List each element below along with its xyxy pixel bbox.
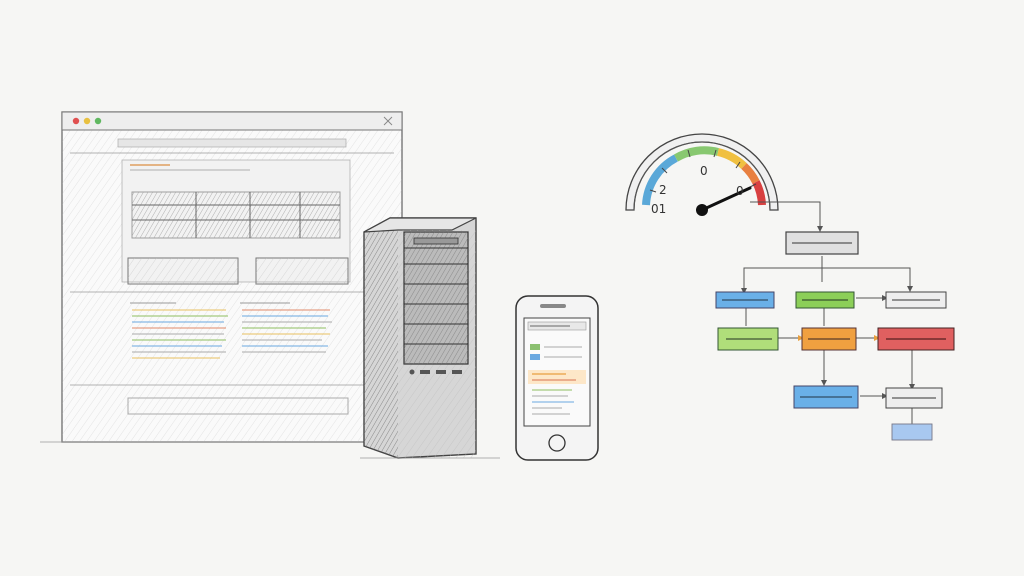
gauge-label-mid: 0 <box>700 164 708 178</box>
flowchart-icon <box>715 201 955 441</box>
flow-node-end <box>891 423 933 441</box>
window-close-dot <box>72 117 80 125</box>
gauge-label-2: 2 <box>659 183 667 197</box>
address-bar <box>117 138 347 148</box>
server-tower-icon <box>360 217 500 459</box>
gauge-arc-orange <box>741 163 760 184</box>
gauge-label-min: 01 <box>651 202 666 216</box>
gauge-arc-green <box>673 146 719 162</box>
window-maximize-dot <box>94 117 102 125</box>
gauge-arc-blue <box>642 154 678 206</box>
hero-table <box>131 191 341 239</box>
home-button <box>548 434 566 452</box>
browser-window-icon <box>40 111 420 443</box>
window-minimize-dot <box>83 117 91 125</box>
gauge-icon: 01 2 0 0 <box>625 133 779 216</box>
power-button <box>409 369 415 375</box>
gauge-label-max: 0 <box>736 184 744 198</box>
smartphone-icon <box>515 295 599 461</box>
gauge-arc-yellow <box>716 148 747 170</box>
content-column-right <box>240 302 332 353</box>
gauge-arc-red <box>752 180 766 206</box>
content-column-left <box>130 302 228 359</box>
drive-bay <box>413 237 459 245</box>
gauge-needle <box>700 186 752 212</box>
